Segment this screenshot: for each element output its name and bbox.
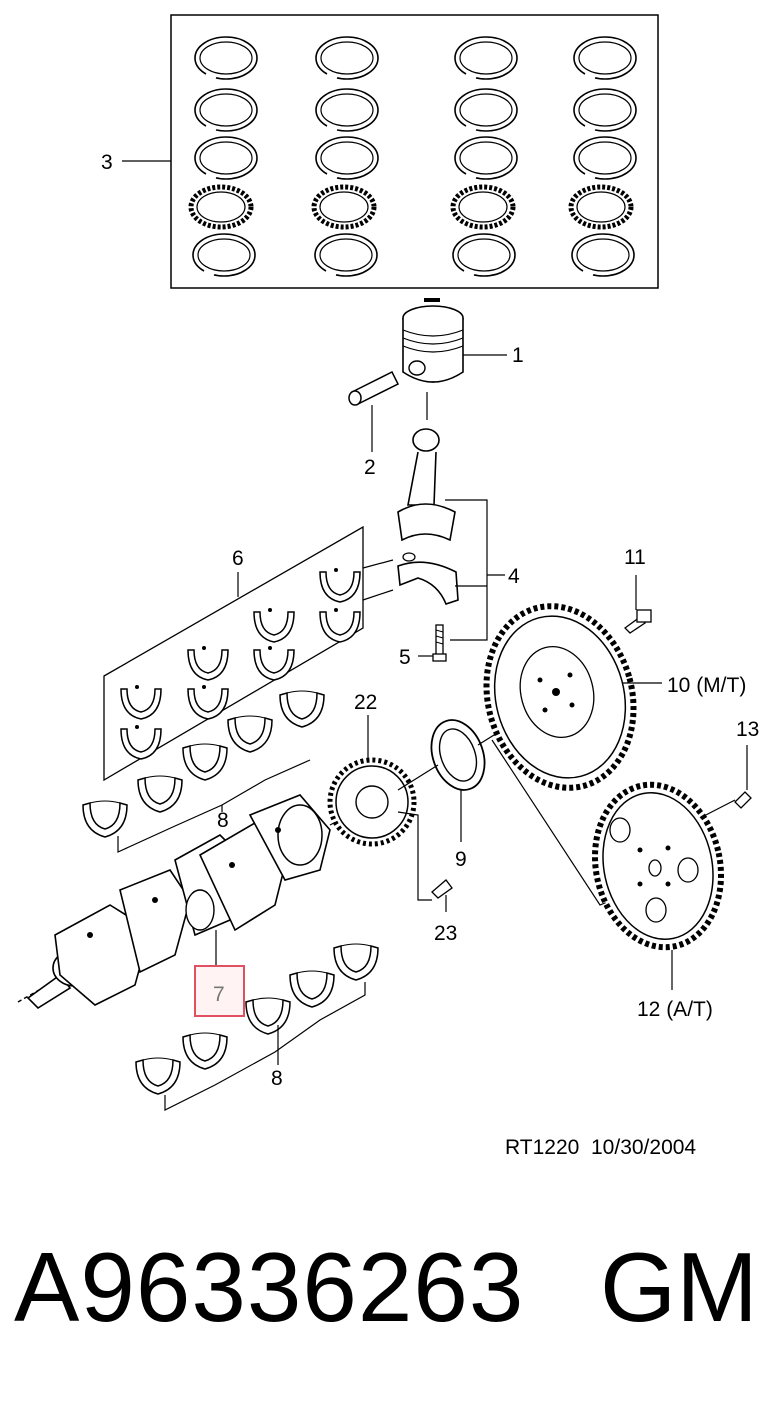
main-bearings-lower [135, 943, 379, 1111]
flex-plate-auto [592, 781, 736, 990]
part-footer: A96336263 GM [0, 1232, 776, 1352]
callout-23: 23 [434, 922, 457, 945]
flywheel-manual [483, 603, 662, 906]
ring-column-4 [571, 37, 636, 276]
callout-1: 1 [512, 344, 524, 367]
drawing-reference: RT1220 10/30/2004 [505, 1136, 696, 1159]
callout-2: 2 [364, 456, 376, 479]
con-rod-bearing-set [103, 525, 394, 782]
oil-seal [397, 719, 511, 842]
crankshaft [17, 794, 356, 1010]
highlight-box [194, 965, 245, 1017]
brand-name: GM [600, 1232, 758, 1342]
main-bearings-upper [82, 690, 325, 853]
callout-9: 9 [455, 848, 467, 871]
ring-column-3 [453, 37, 517, 276]
crank-sprocket [327, 715, 432, 901]
callout-3: 3 [101, 151, 113, 174]
callout-22: 22 [354, 691, 377, 714]
connecting-rod [397, 392, 505, 641]
piston [402, 298, 507, 383]
ring-column-2 [314, 37, 378, 276]
con-rod-bolt [418, 624, 447, 662]
flywheel-bolt [624, 575, 652, 634]
callout-8-upper: 8 [217, 809, 229, 832]
callout-10: 10 (M/T) [667, 674, 746, 697]
callout-11: 11 [624, 546, 646, 569]
ring-column-1 [191, 37, 257, 276]
part-number: A96336263 [14, 1232, 525, 1342]
callout-13: 13 [736, 718, 759, 741]
flex-plate-bolt [734, 745, 752, 809]
callout-4: 4 [508, 565, 520, 588]
callout-6: 6 [232, 547, 244, 570]
piston-pin [348, 370, 400, 452]
exploded-parts-diagram: 1 2 3 4 5 6 7 8 8 9 10 (M/T) 11 12 (A/T)… [17, 14, 759, 1159]
callout-12: 12 (A/T) [637, 998, 713, 1021]
callout-7: 7 [213, 983, 225, 1006]
callout-8-lower: 8 [271, 1067, 283, 1090]
sprocket-bolt [431, 879, 453, 912]
callout-5: 5 [399, 646, 411, 669]
piston-ring-set [122, 14, 659, 289]
